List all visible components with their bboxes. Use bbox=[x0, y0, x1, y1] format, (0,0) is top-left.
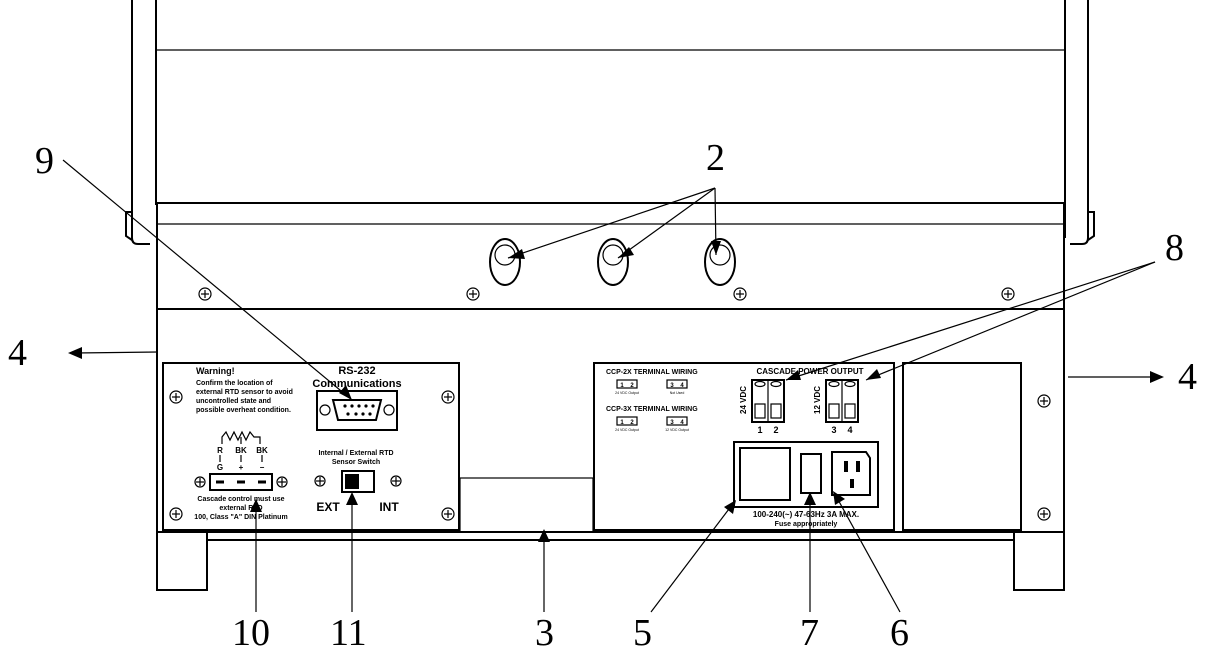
leader-lines bbox=[62, 159, 1164, 613]
rtd-schematic bbox=[221, 430, 261, 444]
callout-9: 9 bbox=[35, 140, 54, 182]
screw-icon bbox=[733, 287, 747, 301]
switch-title: Sensor Switch bbox=[332, 459, 380, 466]
power-entry-module bbox=[733, 441, 879, 508]
ac-inlet[interactable] bbox=[831, 451, 871, 496]
screw-icon bbox=[198, 287, 212, 301]
ccp3x-caption: 24 VDC Output bbox=[615, 428, 639, 432]
callout-8: 8 bbox=[1165, 227, 1184, 269]
callout-3: 3 bbox=[535, 612, 554, 651]
ccp-pin: 3 bbox=[670, 420, 674, 426]
ccp-pin: 3 bbox=[670, 383, 674, 389]
output-pin-number: 2 bbox=[773, 425, 778, 435]
callout-2: 2 bbox=[706, 137, 725, 179]
ccp3x-caption: 12 VDC Output bbox=[665, 428, 689, 432]
fuse-holder[interactable] bbox=[800, 453, 822, 494]
rs232-subtitle: Communications bbox=[312, 378, 401, 390]
blank-cover-plate bbox=[902, 362, 1022, 531]
rs232-title: RS-232 bbox=[338, 365, 375, 377]
switch-ext-label: EXT bbox=[316, 500, 340, 514]
fuse-note: Fuse appropriately bbox=[775, 521, 838, 528]
ccp3x-terminal bbox=[616, 416, 688, 426]
callout-6: 6 bbox=[890, 612, 909, 651]
left-control-panel: Warning! Confirm the location of externa… bbox=[162, 362, 460, 531]
vent-slot bbox=[597, 238, 629, 286]
rtd-sensor-switch[interactable] bbox=[341, 470, 375, 493]
cascade-output-title: CASCADE POWER OUTPUT bbox=[756, 367, 863, 376]
output-terminal-24vdc[interactable] bbox=[751, 379, 785, 423]
rtd-wire-label: BK bbox=[235, 446, 247, 455]
ccp2x-caption: Not Used bbox=[670, 391, 685, 395]
callout-5: 5 bbox=[633, 612, 652, 651]
screw-icon bbox=[1037, 394, 1051, 408]
ccp-pin: 4 bbox=[680, 420, 684, 426]
screw-icon bbox=[169, 507, 183, 521]
screw-icon bbox=[1037, 507, 1051, 521]
base-plate bbox=[459, 477, 594, 533]
rtd-pin-label: G bbox=[217, 463, 223, 472]
rtd-terminal-block[interactable] bbox=[194, 473, 288, 491]
cascade-note: Cascade control must use bbox=[197, 496, 284, 503]
warning-line: external RTD sensor to avoid bbox=[196, 389, 293, 396]
top-cover bbox=[156, 202, 1065, 310]
screw-icon bbox=[314, 475, 326, 487]
warning-line: possible overheat condition. bbox=[196, 407, 291, 414]
callout-4-right: 4 bbox=[1178, 356, 1197, 398]
power-switch[interactable] bbox=[739, 447, 791, 501]
callout-7: 7 bbox=[800, 612, 819, 651]
screw-icon bbox=[390, 475, 402, 487]
rtd-wire-label: R bbox=[217, 446, 223, 455]
switch-title: Internal / External RTD bbox=[318, 450, 393, 457]
voltage-label-12: 12 VDC bbox=[813, 386, 822, 414]
ccp-pin: 2 bbox=[630, 383, 634, 389]
ccp2x-caption: 24 VDC Output bbox=[615, 391, 639, 395]
power-rating: 100-240(~) 47-63Hz 3A MAX. bbox=[753, 510, 859, 519]
callout-10: 10 bbox=[232, 612, 270, 651]
ccp-pin: 2 bbox=[630, 420, 634, 426]
carry-handle bbox=[125, 0, 1095, 245]
cascade-note: 100, Class "A" DIN Platinum bbox=[194, 514, 287, 521]
warning-title: Warning! bbox=[196, 366, 235, 376]
warning-line: uncontrolled state and bbox=[196, 398, 271, 405]
switch-int-label: INT bbox=[379, 500, 399, 514]
vent-slot bbox=[704, 238, 736, 286]
right-power-panel: CCP-2X TERMINAL WIRING 1 2 3 4 24 VDC Ou… bbox=[593, 362, 895, 531]
screw-icon bbox=[441, 507, 455, 521]
voltage-label-24: 24 VDC bbox=[739, 386, 748, 414]
screw-icon bbox=[1001, 287, 1015, 301]
ccp-pin: 1 bbox=[620, 383, 624, 389]
rs232-port[interactable] bbox=[316, 390, 398, 431]
output-terminal-12vdc[interactable] bbox=[825, 379, 859, 423]
output-pin-number: 1 bbox=[757, 425, 762, 435]
warning-line: Confirm the location of bbox=[196, 380, 273, 387]
ccp-pin: 4 bbox=[680, 383, 684, 389]
screw-icon bbox=[466, 287, 480, 301]
output-pin-number: 4 bbox=[847, 425, 852, 435]
ccp-pin: 1 bbox=[620, 420, 624, 426]
ccp3x-title: CCP-3X TERMINAL WIRING bbox=[606, 406, 698, 413]
rtd-wire-label: BK bbox=[256, 446, 268, 455]
rear-body bbox=[156, 308, 1065, 591]
ccp2x-title: CCP-2X TERMINAL WIRING bbox=[606, 369, 698, 376]
callout-4-left: 4 bbox=[8, 332, 27, 374]
rtd-pin-label: + bbox=[239, 463, 244, 472]
callout-11: 11 bbox=[330, 612, 367, 651]
vent-slot bbox=[489, 238, 521, 286]
screw-icon bbox=[169, 390, 183, 404]
output-pin-number: 3 bbox=[831, 425, 836, 435]
rtd-pin-label: − bbox=[260, 463, 265, 472]
ccp2x-terminal bbox=[616, 379, 688, 389]
cascade-note: external RTD bbox=[219, 505, 262, 512]
screw-icon bbox=[441, 390, 455, 404]
